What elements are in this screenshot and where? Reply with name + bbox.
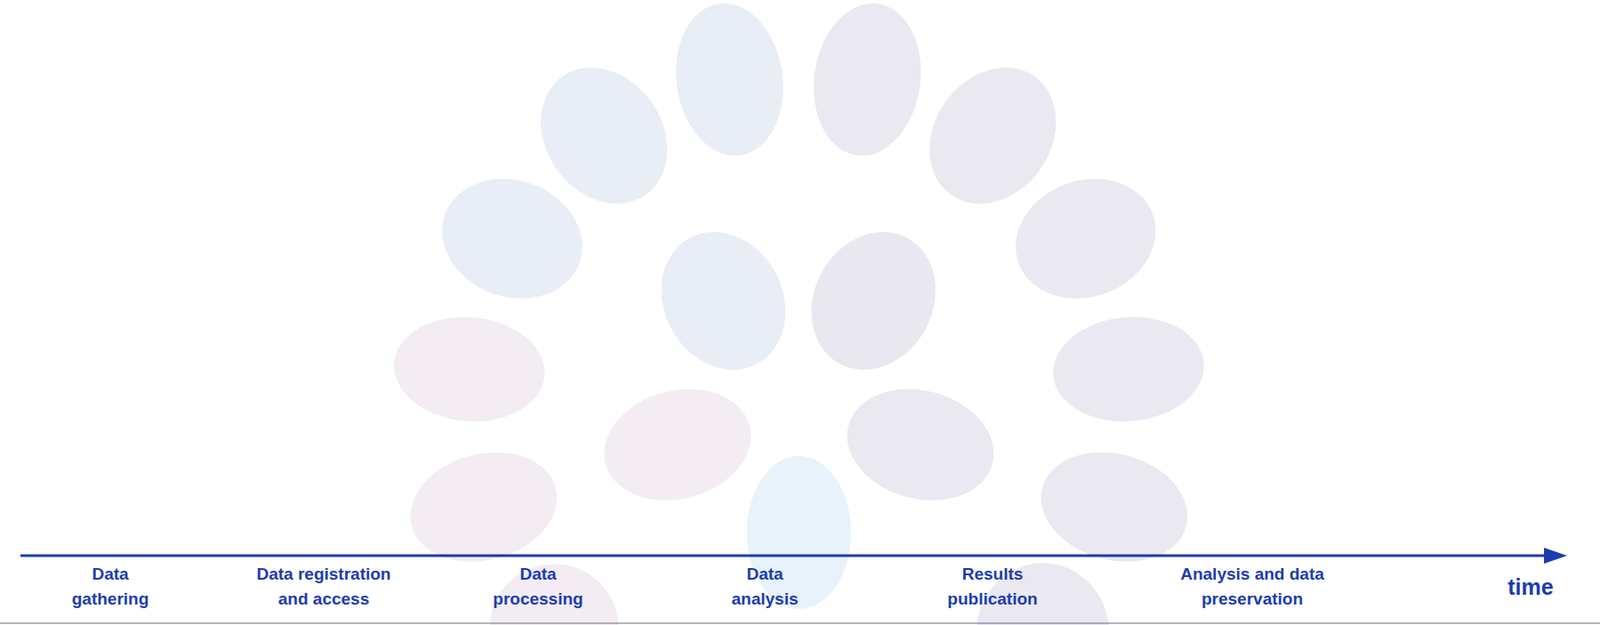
petal	[389, 311, 549, 428]
petal	[747, 456, 852, 610]
petal	[787, 209, 960, 392]
stage-label: Data processing	[484, 562, 592, 612]
stage-label: Analysis and data preservation	[1163, 562, 1342, 612]
stage-label: Data registration and access	[239, 562, 409, 612]
petal	[1048, 311, 1208, 428]
bottom-rule	[0, 622, 1600, 624]
axis-arrowhead	[1543, 547, 1568, 564]
stage-label: Data analysis	[720, 562, 810, 612]
stage-label: Data gathering	[61, 562, 160, 612]
petal	[637, 209, 810, 392]
petal	[425, 160, 600, 319]
time-axis	[20, 554, 1546, 558]
petal-flower	[389, 0, 1209, 625]
petal	[591, 373, 764, 517]
axis-label: time	[1490, 574, 1571, 600]
petal	[834, 373, 1006, 517]
stage-label: Results publication	[932, 562, 1054, 612]
petal	[998, 160, 1174, 319]
petal	[804, 0, 931, 163]
petal	[666, 0, 793, 163]
